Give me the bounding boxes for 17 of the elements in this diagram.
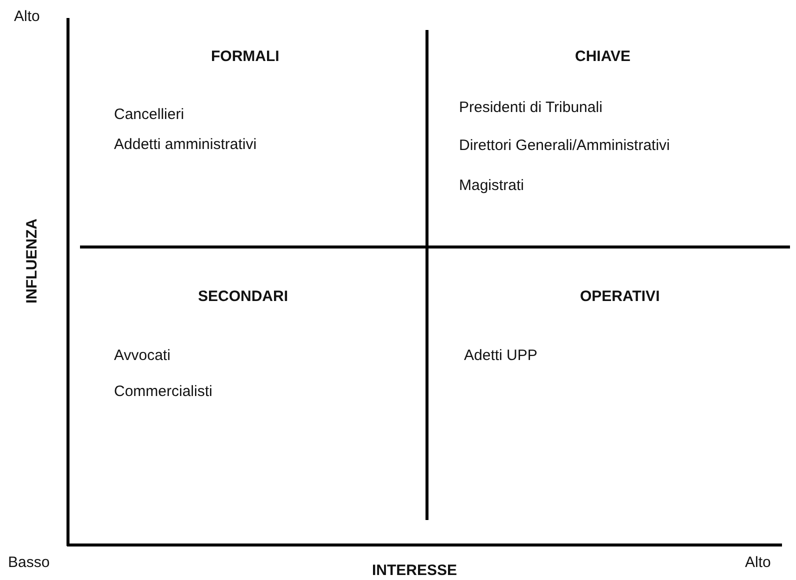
stakeholder-label: Presidenti di Tribunali: [459, 99, 602, 117]
stakeholder-label: Cancellieri: [114, 106, 184, 124]
quadrant-title: OPERATIVI: [580, 288, 660, 306]
axis-tick-label: Alto: [14, 8, 40, 26]
axis-tick-label: Alto: [745, 554, 771, 572]
stakeholder-label: Magistrati: [459, 177, 524, 195]
axis-title: INTERESSE: [372, 562, 458, 580]
quadrant-title: FORMALI: [211, 48, 280, 66]
stakeholder-label: Commercialisti: [114, 383, 212, 401]
stakeholder-label: Direttori Generali/Amministrativi: [459, 137, 670, 155]
axis-tick-label: Basso: [8, 554, 50, 572]
stakeholder-label: Avvocati: [114, 347, 170, 365]
stakeholder-label: Addetti amministrativi: [114, 136, 257, 154]
quadrant-title: SECONDARI: [198, 288, 288, 306]
axis-title: INFLUENZA: [24, 218, 42, 304]
quadrant-title: CHIAVE: [575, 48, 631, 66]
stakeholder-label: Adetti UPP: [464, 347, 538, 365]
